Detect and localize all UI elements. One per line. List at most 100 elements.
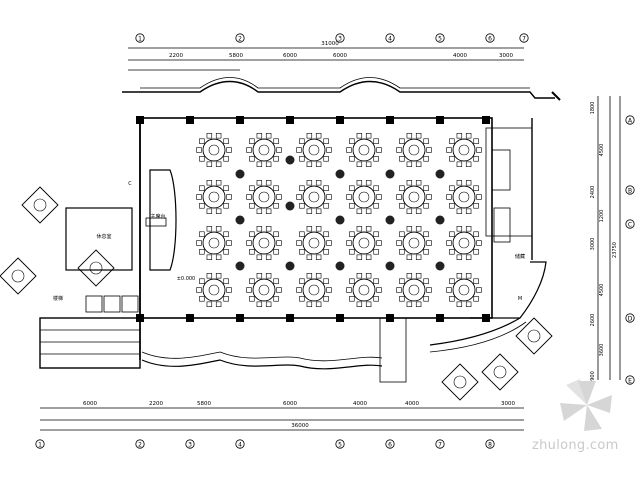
bottom-grid-bubble-4-label: 4 <box>238 441 242 448</box>
chair <box>449 249 455 255</box>
chair <box>373 185 379 191</box>
bottom-grid-bubble-8-label: 8 <box>488 441 492 448</box>
chair <box>356 301 363 307</box>
chair <box>365 180 372 186</box>
chair <box>423 296 429 302</box>
bottom-dimension-total: 36000 <box>291 423 309 429</box>
chair <box>215 208 222 214</box>
chair <box>373 278 379 284</box>
planter-pot <box>89 261 103 275</box>
top-dimension-1: 2200 <box>169 53 183 59</box>
chair <box>399 231 405 237</box>
bottom-grid-bubble-3 <box>185 439 195 449</box>
chair <box>215 301 222 307</box>
chair <box>473 278 479 284</box>
pillar-dot <box>285 201 295 211</box>
chair <box>315 301 322 307</box>
chair <box>199 138 205 144</box>
bottom-grid-bubble-7-label: 7 <box>438 441 442 448</box>
chair <box>456 161 463 167</box>
planter-pot <box>527 329 541 343</box>
top-dimension-2: 5800 <box>229 53 243 59</box>
level-label: ±0.000 <box>177 276 196 282</box>
chair <box>223 138 229 144</box>
chair <box>349 185 355 191</box>
chair <box>465 273 472 279</box>
table-lazy-susan <box>408 144 420 156</box>
table-lazy-susan <box>258 144 270 156</box>
structural-column <box>286 116 294 124</box>
top-dimension-4: 6000 <box>333 53 347 59</box>
chair <box>406 161 413 167</box>
table-lazy-susan <box>408 284 420 296</box>
chair <box>456 226 463 232</box>
chair <box>315 273 322 279</box>
chair <box>415 273 422 279</box>
chair <box>246 287 252 293</box>
bottom-grid-bubble-6-label: 6 <box>388 441 392 448</box>
chair <box>399 156 405 162</box>
chair <box>265 180 272 186</box>
chair <box>415 180 422 186</box>
chair <box>373 203 379 209</box>
structural-column <box>386 116 394 124</box>
chair <box>326 240 332 246</box>
chair <box>196 147 202 153</box>
right-grid-bubble-1-label: A <box>628 117 633 124</box>
planter-pot <box>493 365 507 379</box>
bottom-grid-bubble-7 <box>435 439 445 449</box>
chair <box>306 180 313 186</box>
chair <box>349 156 355 162</box>
chair <box>473 249 479 255</box>
planter-outline <box>481 353 519 391</box>
table-top <box>402 185 426 209</box>
right-dimension-2: 4500 <box>599 144 605 157</box>
chair <box>465 208 472 214</box>
chair <box>215 161 222 167</box>
right-grid-bubble-3-label: C <box>628 221 632 228</box>
chair <box>215 254 222 260</box>
planter-outline <box>21 186 59 224</box>
chair <box>349 249 355 255</box>
chair <box>265 133 272 139</box>
table-lazy-susan <box>208 237 220 249</box>
table-lazy-susan <box>408 191 420 203</box>
top-dimension-total: 31000 <box>321 41 339 47</box>
chair <box>373 156 379 162</box>
chair <box>273 231 279 237</box>
chair <box>206 226 213 232</box>
table-lazy-susan <box>358 237 370 249</box>
chair <box>256 301 263 307</box>
chair <box>423 249 429 255</box>
banquet-table-4-2 <box>246 273 282 307</box>
chair <box>273 278 279 284</box>
chair <box>465 254 472 260</box>
chair <box>323 203 329 209</box>
chair <box>476 147 482 153</box>
chair <box>399 249 405 255</box>
chair <box>256 161 263 167</box>
right-dimension-6: 4500 <box>599 284 605 297</box>
structural-column <box>286 314 294 322</box>
chair <box>465 180 472 186</box>
chair <box>365 226 372 232</box>
table-top <box>252 231 276 255</box>
chair <box>273 203 279 209</box>
top-grid-bubble-3 <box>335 33 345 43</box>
table-top <box>352 185 376 209</box>
right-dimension-4: 1200 <box>599 210 605 223</box>
planter-pot <box>11 269 25 283</box>
right-grid-bubble-2 <box>625 185 635 195</box>
chair <box>223 296 229 302</box>
chair <box>265 226 272 232</box>
chair <box>365 273 372 279</box>
chair <box>273 156 279 162</box>
chair <box>226 287 232 293</box>
table-lazy-susan <box>458 144 470 156</box>
chair <box>415 254 422 260</box>
top-grid-bubble-1-label: 1 <box>138 35 142 42</box>
right-dimension-1: 1800 <box>590 102 596 115</box>
planter-pot <box>33 198 47 212</box>
chair <box>223 278 229 284</box>
chair <box>265 273 272 279</box>
